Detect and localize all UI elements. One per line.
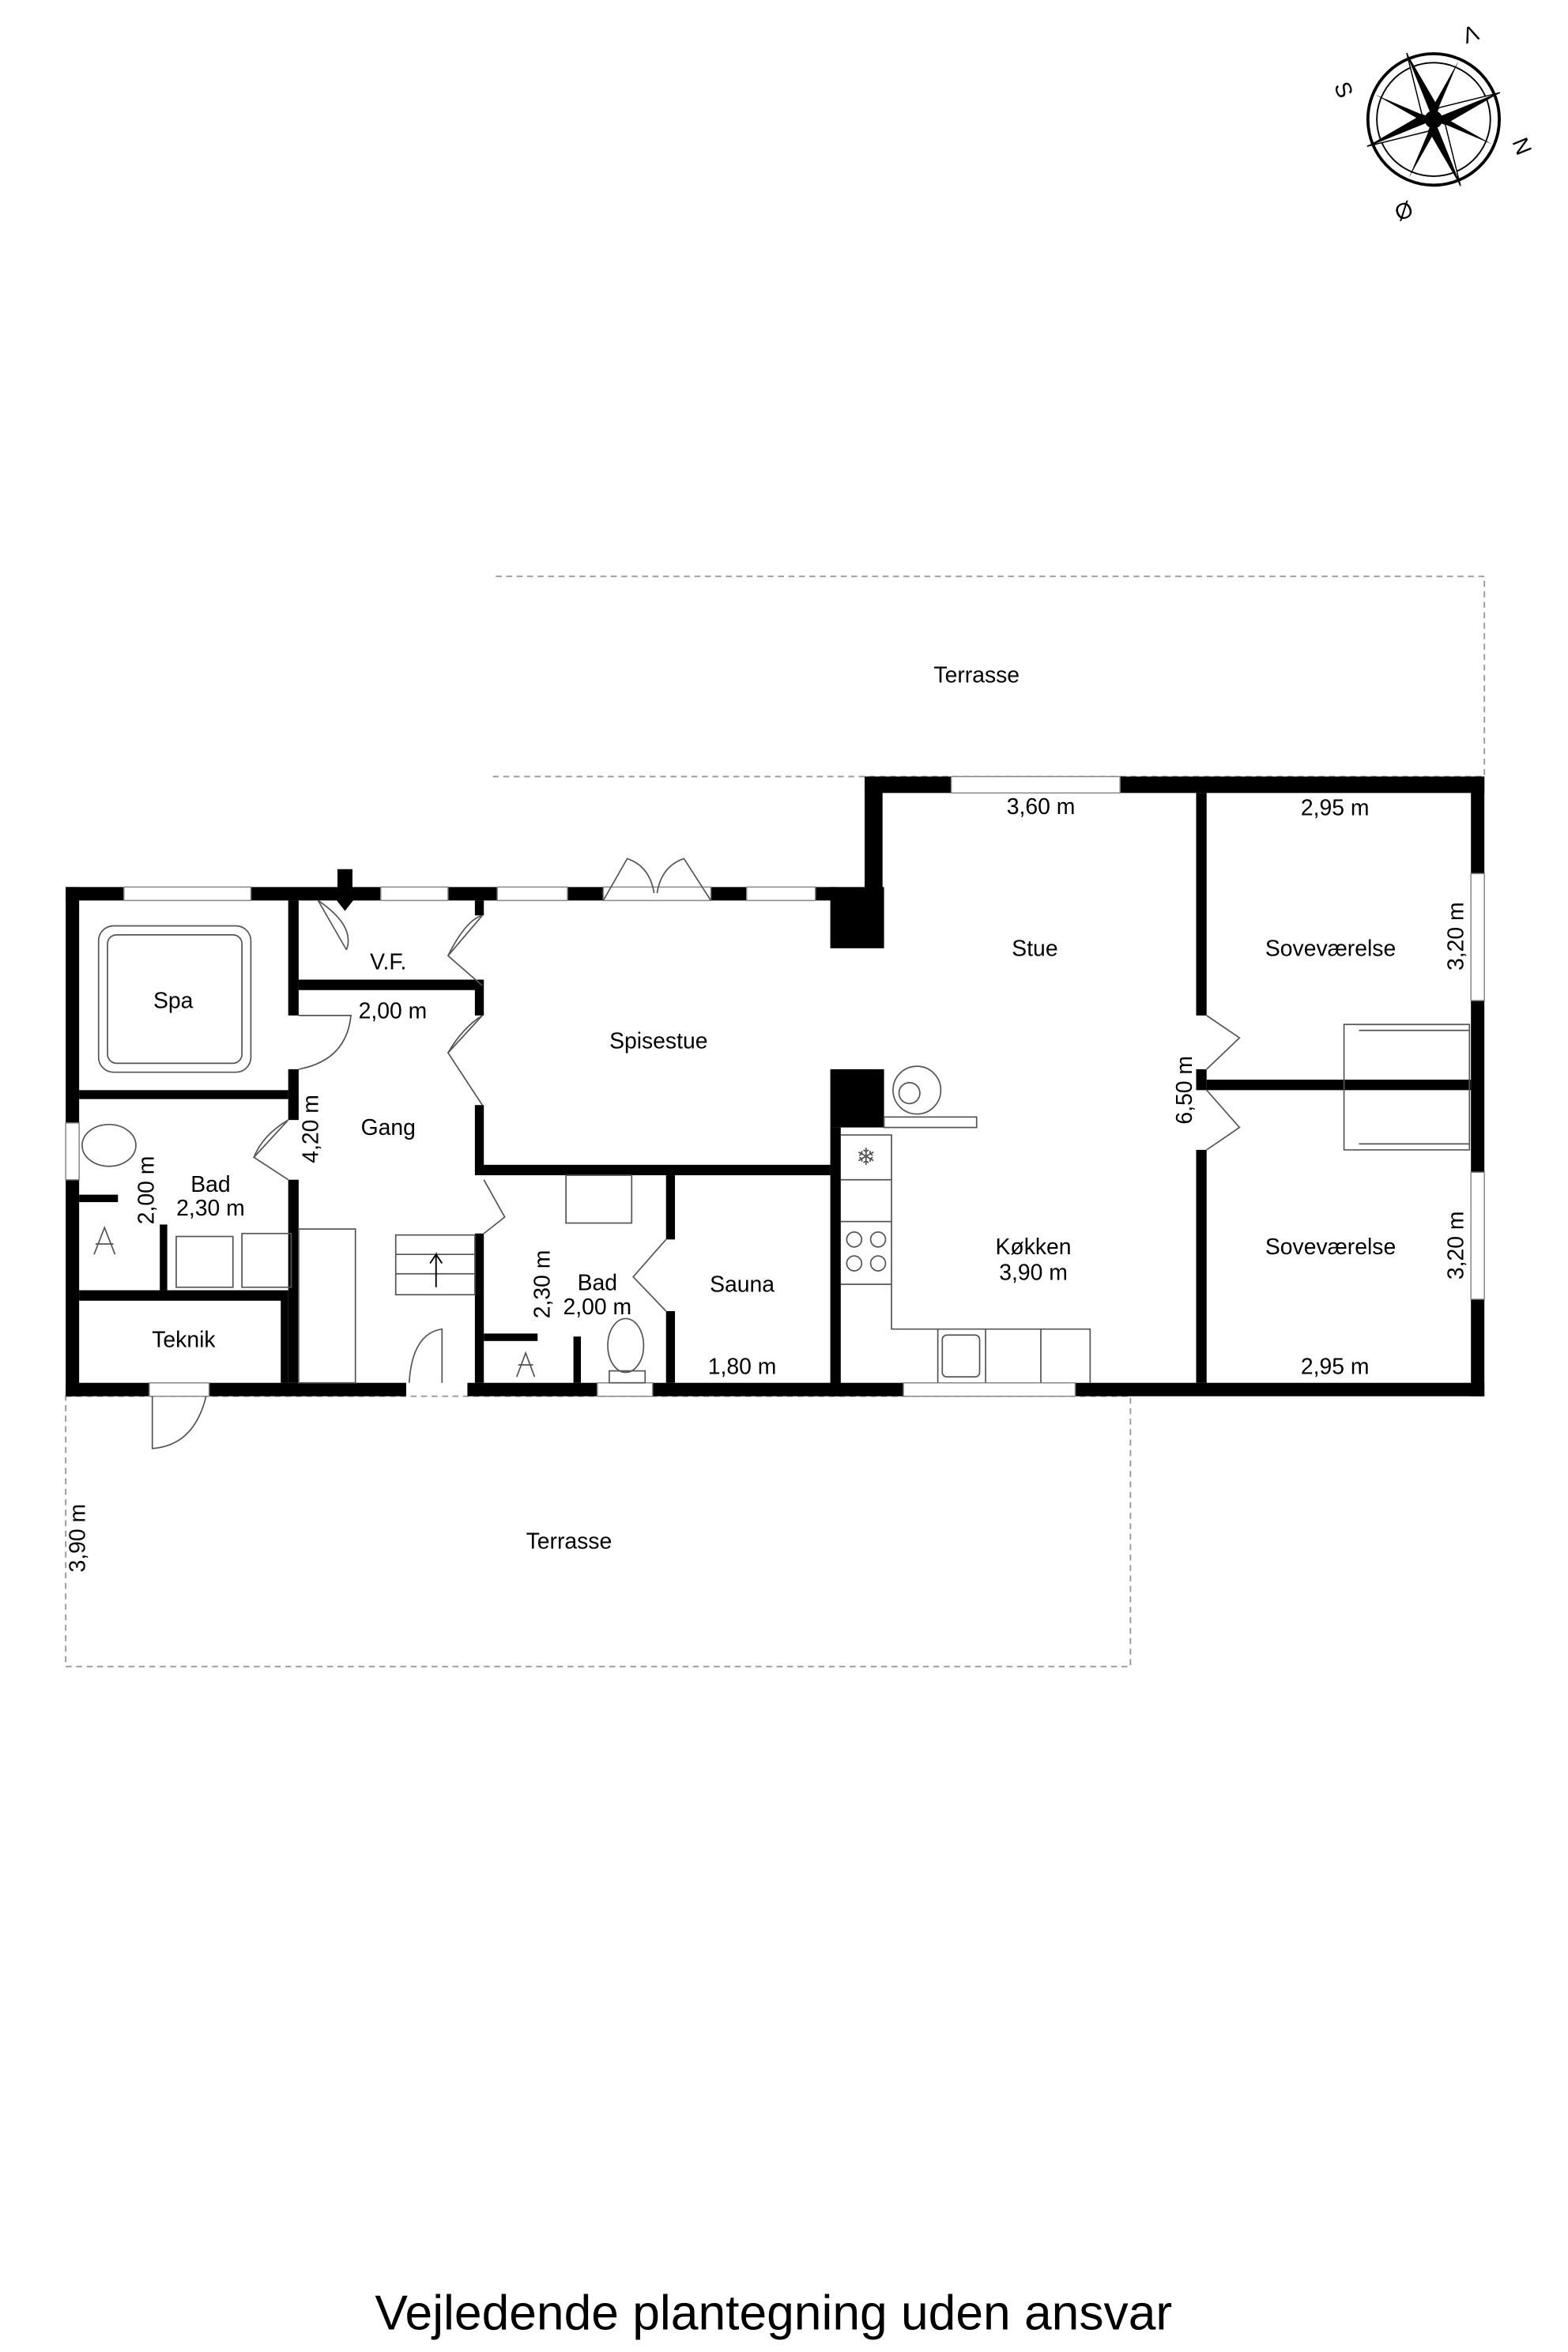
room-spa: Spa <box>153 988 194 1013</box>
doors <box>151 858 1241 1449</box>
room-sovevaerelse-2: Soveværelse <box>1265 1234 1396 1260</box>
dim-bad2-width: 2,30 m <box>530 1250 555 1319</box>
page-title: Vejledende plantegning uden ansvar <box>375 2286 1172 2341</box>
toilet-icon <box>607 1317 645 1374</box>
spa-tub-icon <box>97 925 252 1073</box>
compass-rose-icon <box>1366 52 1501 187</box>
room-spisestue: Spisestue <box>609 1028 707 1054</box>
dim-bad2-length: 2,00 m <box>564 1295 632 1320</box>
sink-icon <box>565 1174 633 1224</box>
dim-sove2-width: 2,95 m <box>1301 1354 1370 1379</box>
room-terrasse-top: Terrasse <box>933 663 1020 688</box>
room-bad-1: Bad <box>190 1172 230 1197</box>
dim-sove1-length: 3,20 m <box>1444 902 1469 971</box>
fixtures: ❄ <box>81 925 1471 1384</box>
compass-north: N <box>1508 134 1537 158</box>
compass-east: Ø <box>1391 197 1416 227</box>
terrace-bottom-outline <box>65 1395 1132 1668</box>
drain-icon <box>93 1225 116 1255</box>
room-kokken: Køkken <box>996 1234 1072 1260</box>
entrance-arrow-icon <box>328 869 362 911</box>
dim-sove1-width: 2,95 m <box>1301 796 1370 821</box>
dim-kokken-width: 3,90 m <box>999 1260 1068 1285</box>
freezer-icon: ❄ <box>856 1144 876 1170</box>
compass-south: S <box>1329 78 1358 102</box>
shower-icon <box>175 1235 234 1288</box>
dim-sauna-width: 1,80 m <box>708 1354 777 1379</box>
stove-icon <box>892 1065 942 1115</box>
dim-vf-width: 2,00 m <box>359 999 428 1024</box>
dim-sove2-length: 3,20 m <box>1444 1212 1469 1280</box>
room-gang: Gang <box>361 1115 416 1140</box>
dim-bad1-width: 2,00 m <box>134 1156 160 1225</box>
walls <box>66 776 1485 1396</box>
toilet-icon <box>81 1123 137 1167</box>
wardrobe <box>1343 1023 1471 1151</box>
dim-bad1-length: 2,30 m <box>176 1196 245 1221</box>
room-sauna: Sauna <box>710 1272 775 1297</box>
dim-terrasse-depth: 3,90 m <box>66 1504 91 1573</box>
dim-stue-width: 3,60 m <box>1007 794 1076 820</box>
kitchen-counter <box>840 1134 1091 1383</box>
windows <box>65 775 1485 1397</box>
stair-icon <box>394 1234 476 1296</box>
room-terrasse-bottom: Terrasse <box>526 1528 612 1554</box>
room-stue: Stue <box>1012 936 1057 961</box>
room-vf: V.F. <box>370 949 406 974</box>
dim-stue-length: 6,50 m <box>1172 1056 1197 1125</box>
room-sovevaerelse-1: Soveværelse <box>1265 936 1396 961</box>
room-bad-2: Bad <box>578 1271 617 1296</box>
compass-west: V <box>1459 19 1482 48</box>
dim-gang-length: 4,20 m <box>298 1095 323 1163</box>
drain-icon <box>515 1351 536 1378</box>
room-teknik: Teknik <box>152 1327 216 1352</box>
